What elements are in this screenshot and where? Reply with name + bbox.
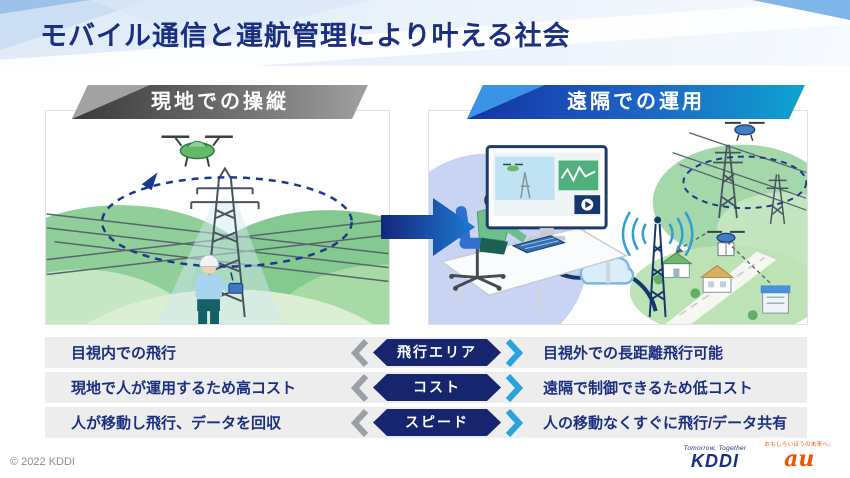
drone-icon — [161, 135, 233, 167]
remote-label: 目視外での長距離飛行可能 — [543, 345, 724, 362]
monitor-screen-telemetry — [558, 160, 599, 191]
top-decoration — [0, 0, 850, 66]
delivery-drone-icon — [707, 230, 745, 257]
remote-power-lines — [672, 132, 807, 211]
remote-illustration — [429, 121, 807, 324]
building-blue-roof — [760, 285, 791, 314]
onsite-illustration-panel — [45, 110, 390, 325]
brand-logos: Tomorrow, Together KDDI おもしろいほうの未来へ。 au — [684, 440, 834, 470]
page-title: モバイル通信と運航管理により叶える社会 — [40, 21, 571, 51]
onsite-label: 目視内での飛行 — [71, 345, 177, 362]
chevron-left-icon — [350, 408, 369, 437]
au-tagline: おもしろいほうの未来へ。 — [764, 442, 834, 448]
remote-illustration-panel — [428, 110, 808, 325]
transition-arrow-icon — [381, 198, 475, 256]
remote-label: 遠隔で制御できるため低コスト — [543, 380, 753, 397]
remote-header-label: 遠隔での運用 — [567, 91, 705, 113]
remote-flight-path — [682, 155, 807, 210]
chevron-right-icon — [505, 373, 524, 402]
operator-figure — [195, 254, 244, 324]
badge-cell: 飛行エリア — [343, 338, 531, 368]
village — [629, 230, 807, 324]
onsite-label: 現地で人が運用するため高コスト — [71, 380, 297, 397]
monitor-screen-drone-view — [495, 156, 555, 201]
comparison-table: 目視内での飛行 飛行エリア 目視外での長距離飛行可能 現地で人が運用するため高コ… — [45, 337, 807, 442]
onsite-header-label: 現地での操縦 — [151, 91, 289, 113]
kddi-wordmark: KDDI — [691, 451, 740, 471]
remote-header: 遠隔での運用 — [467, 85, 805, 119]
house-tan-roof — [699, 264, 735, 293]
category-badge: 飛行エリア — [373, 339, 501, 366]
keyboard — [511, 235, 566, 254]
monitor-screen-control — [574, 195, 601, 215]
wifi-waves-icon — [621, 211, 694, 257]
flight-path-ellipse — [100, 176, 353, 268]
delivery-route-2 — [726, 241, 772, 284]
monitor — [485, 145, 608, 241]
badge-cell: コスト — [343, 373, 531, 403]
flight-path-arrowhead — [141, 172, 158, 191]
copyright-text: © 2022 KDDI — [10, 456, 75, 468]
chevron-left-icon — [350, 338, 369, 367]
chevron-right-icon — [505, 338, 524, 367]
delivery-route — [681, 233, 706, 249]
badge-cell: スピード — [343, 408, 531, 438]
header-accent-triangle — [72, 85, 150, 119]
comparison-row: 現地で人が運用するため高コスト コスト 遠隔で制御できるため低コスト — [45, 372, 807, 403]
chevron-right-icon — [505, 408, 524, 437]
category-badge: スピード — [373, 409, 501, 436]
chevron-left-icon — [350, 373, 369, 402]
onsite-label: 人が移動し飛行、データを回収 — [71, 415, 282, 432]
remote-label: 人の移動なくすぐに飛行/データ共有 — [543, 415, 788, 432]
comparison-row: 人が移動し飛行、データを回収 スピード 人の移動なくすぐに飛行/データ共有 — [45, 407, 807, 438]
remote-tower-2 — [766, 174, 789, 225]
house-green-roof — [660, 252, 693, 278]
au-wordmark: au — [784, 446, 815, 472]
kddi-tagline: Tomorrow, Together — [683, 445, 747, 452]
onsite-illustration — [46, 135, 389, 324]
comparison-row: 目視内での飛行 飛行エリア 目視外での長距離飛行可能 — [45, 337, 807, 368]
remote-drone-icon — [724, 121, 765, 141]
category-badge: コスト — [373, 374, 501, 401]
header-accent-triangle — [467, 85, 545, 119]
antenna-icon — [621, 211, 694, 318]
kddi-logo: Tomorrow, Together KDDI — [684, 445, 747, 470]
au-logo: おもしろいほうの未来へ。 au — [764, 440, 834, 470]
trees — [653, 274, 758, 321]
onsite-header: 現地での操縦 — [72, 85, 368, 119]
